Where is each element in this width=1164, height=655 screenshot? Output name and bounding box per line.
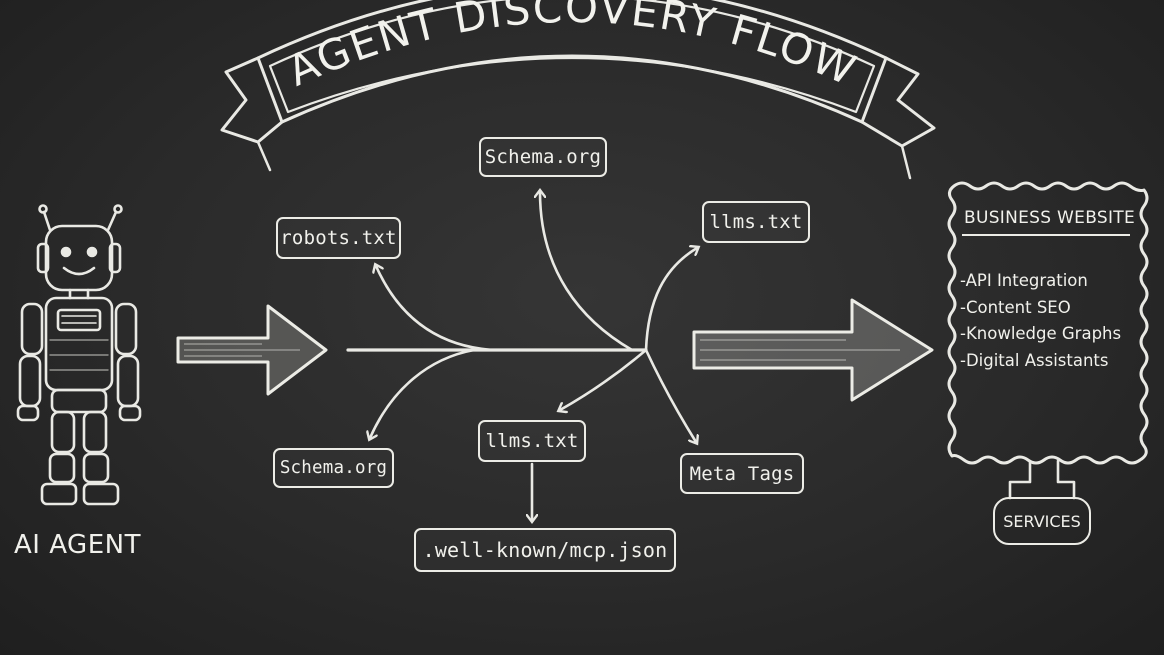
agent-label: AI AGENT bbox=[14, 530, 141, 560]
node-mcp-json: .well-known/mcp.json bbox=[414, 528, 676, 572]
node-llms-right: llms.txt bbox=[702, 201, 810, 243]
robot-icon bbox=[16, 204, 142, 506]
website-title-underline bbox=[962, 234, 1130, 236]
branch-to-schema-bottom bbox=[370, 348, 476, 438]
node-llms-bottom: llms.txt bbox=[478, 420, 586, 462]
website-feature-list: -API Integration -Content SEO -Knowledge… bbox=[960, 268, 1121, 374]
flow-branches bbox=[370, 192, 697, 520]
website-feature-item: -Knowledge Graphs bbox=[960, 324, 1122, 343]
node-schema-bottom: Schema.org bbox=[273, 448, 394, 488]
branch-to-llms-bottom bbox=[560, 348, 648, 410]
website-panel-border bbox=[947, 181, 1149, 465]
node-meta-tags: Meta Tags bbox=[680, 453, 804, 494]
services-box: SERVICES bbox=[993, 497, 1091, 545]
arrow-flow-to-website bbox=[692, 298, 934, 402]
branch-to-robots bbox=[376, 266, 494, 352]
website-feature-item: -API Integration bbox=[960, 271, 1088, 290]
website-feature-item: -Content SEO bbox=[960, 297, 1071, 317]
node-robots: robots.txt bbox=[276, 217, 401, 259]
website-title: BUSINESS WEBSITE bbox=[964, 208, 1135, 228]
branch-to-schema-top bbox=[540, 192, 634, 352]
business-website-panel: BUSINESS WEBSITE -API Integration -Conte… bbox=[948, 186, 1144, 462]
branch-to-meta-tags bbox=[644, 348, 696, 442]
arrow-agent-to-flow bbox=[176, 304, 328, 396]
website-stand bbox=[1008, 459, 1076, 500]
node-schema-top: Schema.org bbox=[479, 137, 607, 177]
website-feature-item: -Digital Assistants bbox=[960, 350, 1109, 370]
branch-to-llms-right bbox=[644, 248, 697, 352]
